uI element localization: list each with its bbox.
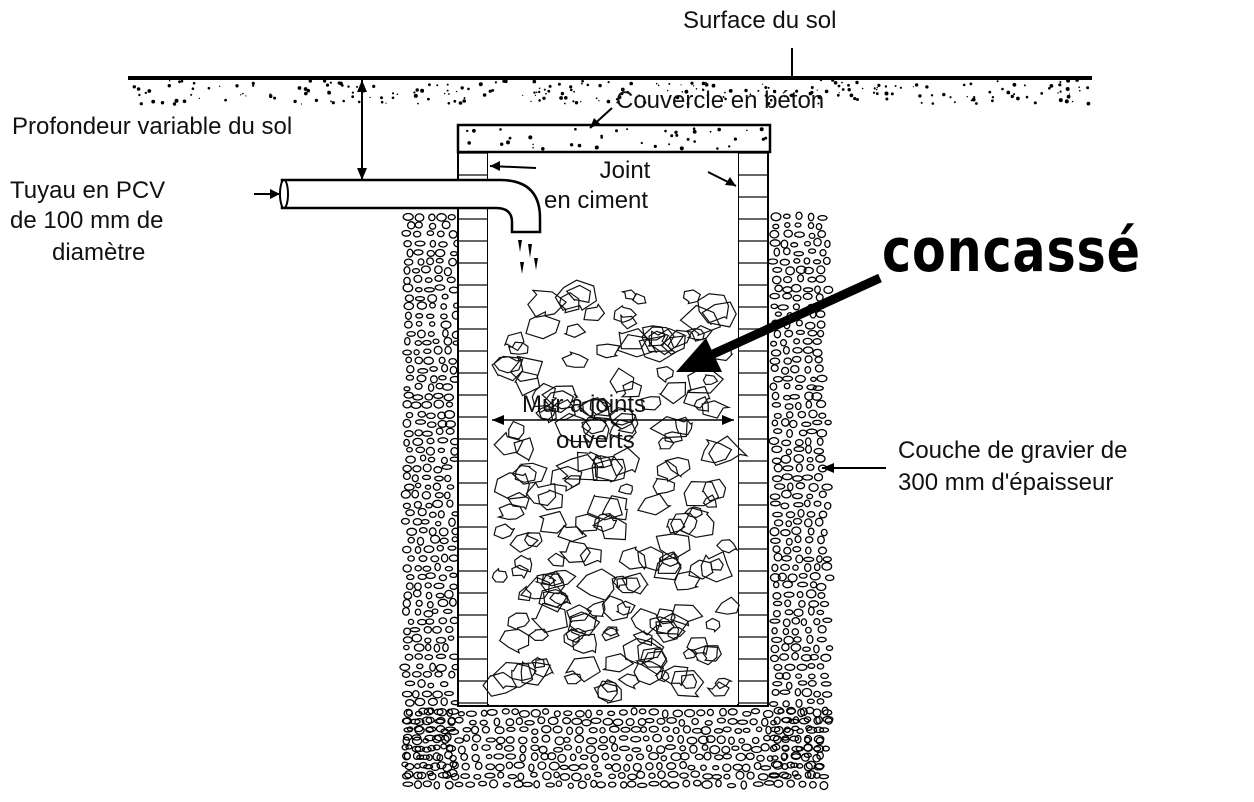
brick-wall-right: [737, 149, 769, 707]
crushed-stone-label: concassé: [882, 216, 1141, 286]
gravel-label-line1: Couche de gravier de: [898, 437, 1128, 464]
soil-texture: [132, 78, 1091, 106]
depth-dimension-line: [357, 80, 367, 180]
ground-surface-label: Surface du sol: [683, 7, 837, 34]
ground-surface: [128, 76, 1092, 106]
concasse-arrow: [676, 273, 882, 372]
concrete-cover: [456, 123, 772, 154]
brick-wall-left: [457, 149, 489, 707]
open-wall-label-line1: Mur à joints: [522, 391, 647, 418]
open-wall-dimension: [492, 415, 734, 425]
joint-label-line2: en ciment: [544, 187, 649, 214]
pipe-label-line2: de 100 mm de: [10, 207, 164, 234]
gravel-label-line2: 300 mm d'épaisseur: [898, 469, 1114, 496]
pipe-label-line1: Tuyau en PCV: [10, 177, 166, 204]
variable-depth-label: Profondeur variable du sol: [12, 113, 293, 140]
cover-leader: [589, 107, 613, 129]
gravel-layer: [399, 211, 835, 791]
gravel-leader: [822, 463, 886, 473]
pipe-label-line3: diamètre: [52, 239, 146, 266]
pvc-pipe: [279, 178, 542, 274]
joint-label-line1: Joint: [599, 157, 651, 184]
open-wall-label-line2: ouverts: [556, 427, 635, 454]
water-drops: [518, 240, 538, 274]
joint-leaders: [489, 161, 737, 187]
crushed-stone-fill: [482, 279, 749, 704]
pipe-leader: [254, 189, 280, 199]
concrete-cover-label: Couvercle en béton: [616, 87, 825, 114]
